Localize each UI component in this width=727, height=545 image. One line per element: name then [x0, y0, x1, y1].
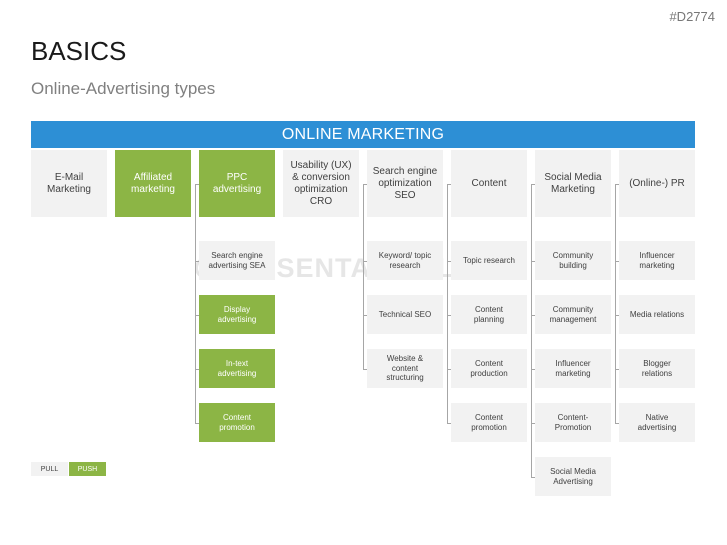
connector-stub: [531, 476, 535, 478]
connector-line: [447, 183, 448, 423]
subtype-social-4: Content-Promotion: [535, 403, 611, 442]
legend-pull: PULL: [31, 462, 68, 476]
category-label: Content: [471, 177, 507, 189]
subtype-label: Media relations: [629, 309, 685, 319]
connector-stub: [363, 183, 367, 185]
connector-line: [531, 183, 532, 477]
subtype-pr-2: Media relations: [619, 295, 695, 334]
legend-push: PUSH: [69, 462, 106, 476]
connector-stub: [615, 314, 619, 316]
subtype-content-1: Topic research: [451, 241, 527, 280]
legend-push-label: PUSH: [77, 465, 98, 473]
connector-stub: [615, 368, 619, 370]
connector-stub: [195, 183, 199, 185]
subtype-label: Content-Promotion: [554, 412, 592, 432]
connector-stub: [447, 183, 451, 185]
connector-stub: [447, 368, 451, 370]
connector-stub: [195, 368, 199, 370]
page-title: BASICS: [31, 36, 127, 66]
connector-line: [195, 183, 196, 423]
subtype-label: Topic research: [462, 255, 516, 265]
subtype-seo-2: Technical SEO: [367, 295, 443, 334]
category-label: (Online-) PR: [629, 177, 685, 189]
connector-stub: [531, 368, 535, 370]
connector-stub: [447, 314, 451, 316]
connector-stub: [363, 314, 367, 316]
connector-stub: [195, 260, 199, 262]
connector-stub: [531, 183, 535, 185]
connector-stub: [363, 260, 367, 262]
connector-stub: [615, 422, 619, 424]
connector-stub: [195, 314, 199, 316]
category-content: Content: [451, 150, 527, 217]
connector-stub: [531, 260, 535, 262]
connector-stub: [363, 368, 367, 370]
connector-stub: [531, 314, 535, 316]
banner-label: ONLINE MARKETING: [281, 125, 445, 143]
connector-line: [615, 183, 616, 423]
legend-pull-label: PULL: [40, 465, 59, 473]
subtype-label: Technical SEO: [378, 309, 432, 319]
category-pr: (Online-) PR: [619, 150, 695, 217]
connector-stub: [447, 422, 451, 424]
connector-stub: [615, 183, 619, 185]
page-subtitle: Online-Advertising types: [31, 79, 216, 98]
connector-stub: [531, 422, 535, 424]
connector-line: [363, 183, 364, 369]
connector-stub: [447, 260, 451, 262]
connector-stub: [615, 260, 619, 262]
online-marketing-banner: ONLINE MARKETING: [31, 121, 695, 148]
connector-stub: [195, 422, 199, 424]
slide-code: #D2774: [669, 9, 715, 24]
